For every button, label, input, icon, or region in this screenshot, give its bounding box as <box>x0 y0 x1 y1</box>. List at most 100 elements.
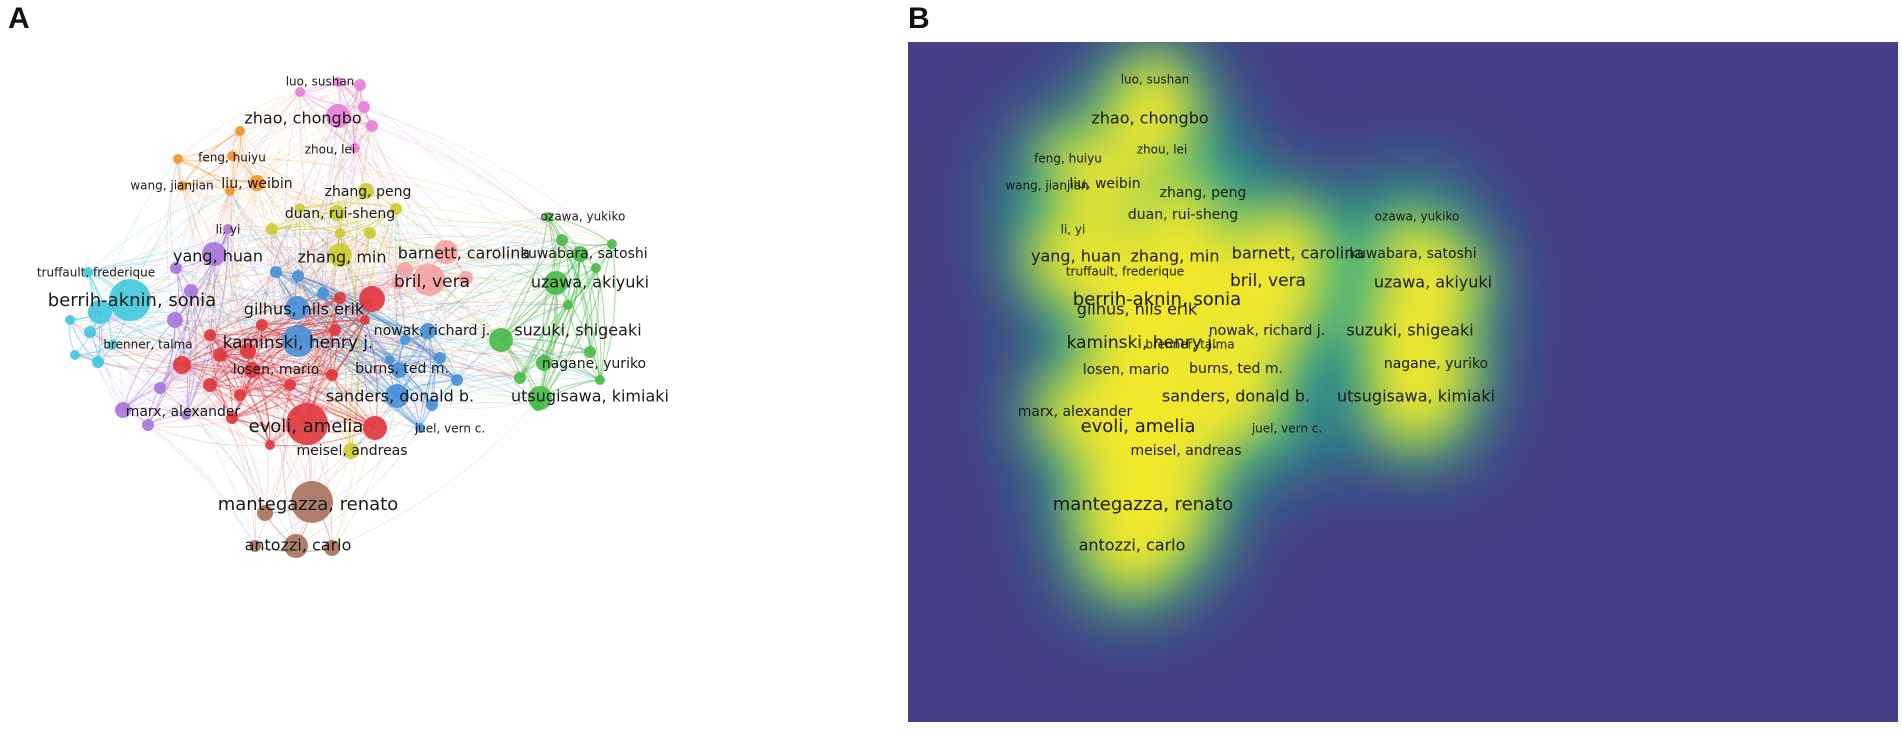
network-edge <box>87 182 258 273</box>
network-node <box>92 356 104 368</box>
network-edge <box>219 228 233 356</box>
network-edge <box>74 334 211 357</box>
network-edge <box>543 253 581 364</box>
network-edge <box>231 155 338 214</box>
network-edge <box>322 292 591 353</box>
network-edge <box>209 329 336 341</box>
network-edge <box>226 190 249 352</box>
network-edge <box>177 157 613 245</box>
network-node <box>256 319 268 331</box>
network-edge <box>271 228 336 331</box>
network-edge <box>174 130 241 321</box>
network-edge <box>231 155 399 284</box>
density-label-antozzi-carlo: antozzi, carlo <box>1079 536 1186 555</box>
network-edge <box>231 374 333 419</box>
network-edge <box>289 147 356 386</box>
network-edge <box>99 311 249 352</box>
network-edge <box>181 364 376 429</box>
network-edge <box>227 115 339 230</box>
node-zhang-min <box>328 243 352 267</box>
node-evoli-amelia <box>286 403 328 445</box>
panel-b-letter: B <box>908 2 930 35</box>
node-label-juel-vern: juel, vern c. <box>414 422 485 436</box>
network-edge <box>256 91 301 184</box>
network-edge <box>456 351 591 381</box>
network-edge <box>209 182 258 336</box>
network-edge <box>229 130 241 192</box>
network-edge <box>174 319 263 329</box>
network-edge <box>147 424 271 447</box>
network-edge <box>231 155 371 234</box>
density-hotspot <box>1067 146 1143 222</box>
density-label-meisel-andreas: meisel, andreas <box>1130 443 1241 459</box>
network-edge <box>190 228 273 292</box>
network-edge <box>261 315 366 326</box>
network-edge <box>334 329 421 429</box>
density-label-zhang-min: zhang, min <box>1131 247 1220 266</box>
network-edge <box>159 387 271 446</box>
network-edge <box>181 185 249 352</box>
density-label-marx-alexander: marx, alexander <box>1018 404 1133 420</box>
network-edge <box>465 277 601 381</box>
network-edge <box>209 334 241 396</box>
node-antozzi-carlo <box>284 534 308 558</box>
network-node <box>607 239 617 249</box>
network-edge <box>177 158 231 192</box>
network-edge <box>296 307 433 406</box>
network-edge <box>247 232 371 352</box>
node-label-li-yi: li, yi <box>216 223 241 237</box>
network-edge <box>350 404 433 452</box>
network-edge <box>89 331 241 396</box>
network-edge <box>74 354 183 368</box>
network-edge <box>230 130 253 371</box>
network-edge <box>336 212 429 332</box>
network-node <box>204 329 216 341</box>
network-edge <box>336 212 391 361</box>
network-edge <box>87 271 192 292</box>
network-edge <box>519 253 581 379</box>
network-edge <box>209 228 229 336</box>
network-edge <box>374 279 430 429</box>
network-edge <box>322 208 397 294</box>
network-edge <box>297 275 399 287</box>
network-edge <box>209 297 341 386</box>
network-edge <box>339 297 545 364</box>
network-edge <box>227 228 246 396</box>
network-node <box>595 375 605 385</box>
network-edge <box>174 319 253 371</box>
network-edge <box>74 264 597 356</box>
network-edge <box>97 361 187 416</box>
network-node <box>359 286 385 312</box>
density-label-zhou-lei: zhou, lei <box>1137 143 1188 157</box>
network-node <box>266 223 278 235</box>
network-edge <box>229 190 367 200</box>
network-edge <box>396 351 591 397</box>
network-edge <box>170 158 179 269</box>
network-node <box>317 287 329 299</box>
network-edge <box>185 271 277 416</box>
network-edge <box>209 384 376 429</box>
network-edge <box>427 239 563 332</box>
network-edge <box>339 232 521 379</box>
network-edge <box>297 115 339 277</box>
network-edge <box>190 235 563 292</box>
network-edge <box>275 271 433 406</box>
network-edge <box>231 81 339 157</box>
network-edge <box>159 290 192 389</box>
network-edge <box>231 292 324 419</box>
network-edge <box>111 344 297 547</box>
network-edge <box>539 216 556 399</box>
network-edge <box>177 158 341 234</box>
density-label-mantegazza-renato: mantegazza, renato <box>1053 494 1234 515</box>
network-edge <box>297 275 406 341</box>
network-edge <box>181 350 521 379</box>
density-label-bril-vera: bril, vera <box>1230 271 1306 291</box>
network-node <box>88 300 112 324</box>
node-li-yi <box>223 224 233 234</box>
network-edge <box>331 395 398 549</box>
network-edge <box>275 232 341 273</box>
network-edge <box>87 190 231 273</box>
network-edge <box>337 81 458 381</box>
network-edge <box>175 228 273 269</box>
network-node <box>390 203 402 215</box>
